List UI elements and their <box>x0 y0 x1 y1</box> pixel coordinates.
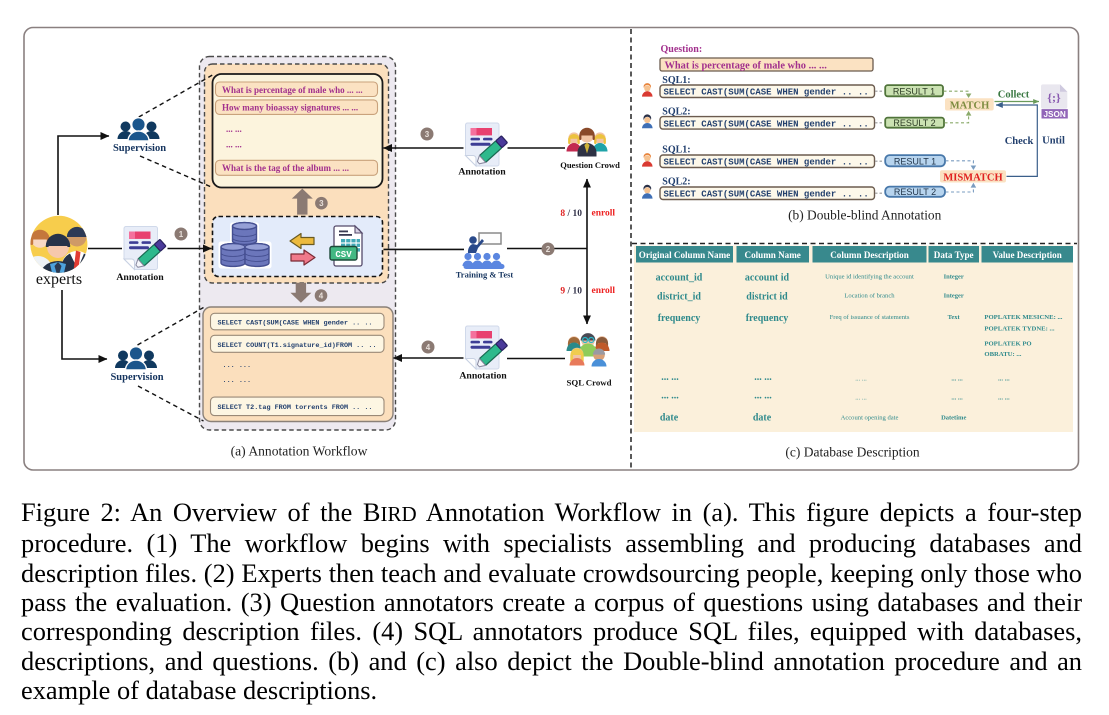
svg-text:Unique id identifying the acco: Unique id identifying the account <box>825 274 914 281</box>
svg-text:... ...: ... ... <box>754 391 772 402</box>
svg-text:Supervision: Supervision <box>113 143 166 154</box>
svg-text:... ...: ... ... <box>661 391 679 402</box>
svg-text:SQL2:: SQL2: <box>662 177 690 188</box>
svg-text:2: 2 <box>546 245 551 254</box>
svg-text:POPLATEK PO: POPLATEK PO <box>984 341 1031 348</box>
svg-text:{;}: {;} <box>1047 90 1061 104</box>
svg-text:Original Column Name: Original Column Name <box>639 250 730 260</box>
svg-text:Location of branch: Location of branch <box>844 293 895 300</box>
svg-text:MISMATCH: MISMATCH <box>943 172 1002 183</box>
svg-text:... ...: ... ... <box>661 372 679 383</box>
svg-text:... ...: ... ... <box>223 362 252 370</box>
svg-text:Value Description: Value Description <box>993 250 1062 260</box>
svg-text:CSV: CSV <box>335 250 352 260</box>
svg-text:Until: Until <box>1042 136 1065 147</box>
svg-text:4: 4 <box>426 343 431 352</box>
svg-text:Annotation: Annotation <box>458 167 506 178</box>
svg-text:(a) Annotation Workflow: (a) Annotation Workflow <box>231 444 368 460</box>
svg-text:experts: experts <box>36 271 82 288</box>
svg-text:Data Type: Data Type <box>934 250 974 260</box>
svg-text:POPLATEK TYDNE: ...: POPLATEK TYDNE: ... <box>984 326 1054 333</box>
svg-text:Training & Test: Training & Test <box>456 270 514 280</box>
svg-text:SELECT CAST(SUM(CASE WHEN gend: SELECT CAST(SUM(CASE WHEN gender .. .. <box>664 158 869 168</box>
svg-text:SELECT CAST(SUM(CASE WHEN gend: SELECT CAST(SUM(CASE WHEN gender .. .. <box>218 320 373 328</box>
svg-text:SQL1:: SQL1: <box>662 145 690 156</box>
svg-text:... ...: ... ... <box>226 140 242 150</box>
svg-text:... ...: ... ... <box>855 376 867 383</box>
svg-text:... ...: ... ... <box>754 372 772 383</box>
svg-text:frequency: frequency <box>746 313 789 324</box>
svg-text:SQL2:: SQL2: <box>662 107 690 118</box>
svg-text:district id: district id <box>746 292 788 303</box>
svg-text:... ...: ... ... <box>226 124 242 134</box>
svg-text:3: 3 <box>319 199 324 208</box>
svg-text:... ...: ... ... <box>855 395 867 402</box>
svg-text:Text: Text <box>948 314 961 321</box>
svg-text:1: 1 <box>179 230 184 239</box>
svg-text:MATCH: MATCH <box>950 100 989 111</box>
svg-text:4: 4 <box>319 292 324 301</box>
svg-text:SQL Crowd: SQL Crowd <box>566 378 611 388</box>
svg-text:(b) Double-blind Annotation: (b) Double-blind Annotation <box>788 208 942 223</box>
svg-text:... ...: ... ... <box>998 395 1010 402</box>
svg-text:SELECT COUNT(T1.signature_id)F: SELECT COUNT(T1.signature_id)FROM .. .. <box>218 342 377 350</box>
svg-text:SELECT T2.tag FROM torrents FR: SELECT T2.tag FROM torrents FROM .. .. <box>218 404 373 412</box>
svg-text:Annotation: Annotation <box>116 272 164 283</box>
svg-text:RESULT 2: RESULT 2 <box>894 187 936 197</box>
svg-text:district_id: district_id <box>657 292 701 303</box>
svg-text:POPLATEK MESICNE: ...: POPLATEK MESICNE: ... <box>984 314 1062 321</box>
svg-text:RESULT 1: RESULT 1 <box>894 156 936 166</box>
svg-text:... ...: ... ... <box>951 395 963 402</box>
svg-text:Integer: Integer <box>944 274 964 281</box>
svg-text:Freq of issuance of statements: Freq of issuance of statements <box>830 314 910 321</box>
svg-text:3: 3 <box>425 130 430 139</box>
svg-text:... ...: ... ... <box>223 377 252 385</box>
svg-text:JSON: JSON <box>1043 110 1065 119</box>
svg-text:date: date <box>660 413 679 424</box>
svg-text:date: date <box>753 413 772 424</box>
svg-text:Column Description: Column Description <box>830 250 909 260</box>
svg-text:Supervision: Supervision <box>110 372 163 383</box>
svg-text:8 / 10: 8 / 10 <box>560 209 582 219</box>
svg-text:Question Crowd: Question Crowd <box>560 160 620 170</box>
svg-text:Column Name: Column Name <box>745 250 801 260</box>
svg-text:account_id: account_id <box>656 273 703 284</box>
svg-text:... ...: ... ... <box>951 376 963 383</box>
svg-text:SELECT CAST(SUM(CASE WHEN gend: SELECT CAST(SUM(CASE WHEN gender .. .. <box>664 190 869 200</box>
svg-text:SQL1:: SQL1: <box>662 75 690 86</box>
svg-text:RESULT 1: RESULT 1 <box>893 86 935 96</box>
svg-text:(c) Database Description: (c) Database Description <box>785 445 919 460</box>
svg-text:Datetime: Datetime <box>941 415 966 422</box>
svg-text:OBRATU: ...: OBRATU: ... <box>984 351 1021 358</box>
svg-text:... ...: ... ... <box>998 376 1010 383</box>
svg-text:enroll: enroll <box>592 209 616 219</box>
svg-text:SELECT CAST(SUM(CASE WHEN gend: SELECT CAST(SUM(CASE WHEN gender .. .. <box>664 119 869 129</box>
svg-text:What is percentage of male who: What is percentage of male who ... ... <box>665 60 828 71</box>
svg-text:SELECT CAST(SUM(CASE WHEN gend: SELECT CAST(SUM(CASE WHEN gender .. .. <box>664 88 869 98</box>
svg-text:9 / 10: 9 / 10 <box>560 287 582 297</box>
svg-text:What is percentage of male who: What is percentage of male who ... ... <box>222 85 363 95</box>
svg-text:Collect: Collect <box>998 90 1030 101</box>
svg-text:Integer: Integer <box>944 293 964 300</box>
svg-text:RESULT 2: RESULT 2 <box>893 118 935 128</box>
svg-text:How many bioassay signatures .: How many bioassay signatures ... ... <box>222 103 358 113</box>
svg-text:What is the tag of the album .: What is the tag of the album ... ... <box>222 163 349 173</box>
svg-text:Account opening date: Account opening date <box>841 415 899 422</box>
svg-text:Annotation: Annotation <box>459 371 507 382</box>
svg-text:Check: Check <box>1005 136 1034 147</box>
svg-text:Question:: Question: <box>661 44 703 55</box>
svg-text:enroll: enroll <box>592 286 616 296</box>
svg-text:account id: account id <box>745 273 790 284</box>
svg-text:frequency: frequency <box>658 313 701 324</box>
